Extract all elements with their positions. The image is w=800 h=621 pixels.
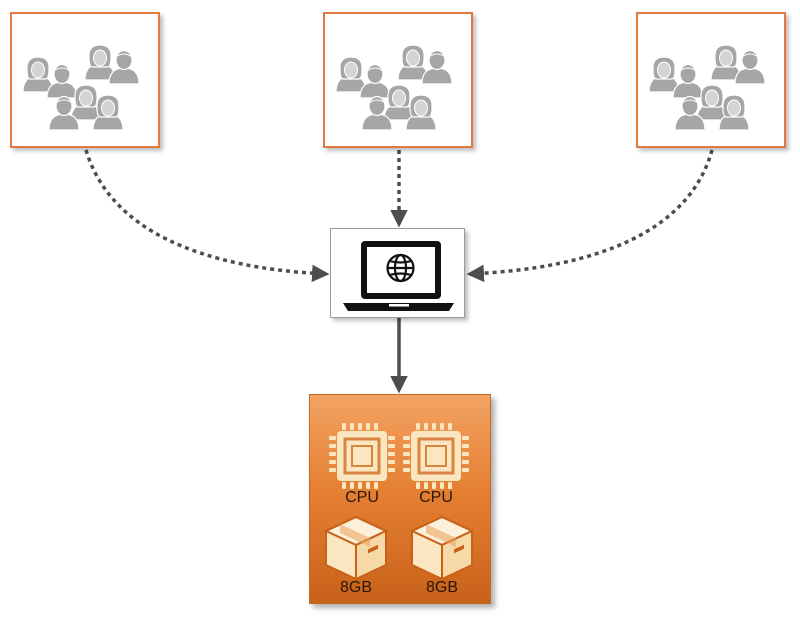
user-group-icon — [16, 28, 156, 138]
cpu-item: CPU — [322, 421, 402, 507]
cpu-label: CPU — [419, 489, 453, 506]
box-icon — [325, 516, 387, 580]
memory-label: 8GB — [339, 579, 372, 596]
server-box — [330, 228, 465, 318]
box-icon — [411, 516, 473, 580]
user-group-icon — [329, 28, 469, 138]
user-group-box-right — [636, 12, 786, 148]
memory-item: 8GB — [316, 513, 396, 597]
user-group-icon — [642, 28, 782, 138]
connector-left — [84, 149, 330, 283]
cpu-chip-icon — [327, 421, 397, 491]
memory-label: 8GB — [425, 579, 458, 596]
user-group-box-left — [10, 12, 160, 148]
cpu-item: CPU — [396, 421, 476, 507]
resource-panel: CPU CPU 8GB 8GB — [309, 394, 491, 604]
laptop-globe-icon — [343, 241, 454, 311]
cpu-label: CPU — [345, 489, 379, 506]
cpu-chip-icon — [401, 421, 471, 491]
user-group-box-middle — [323, 12, 473, 148]
connector-right — [466, 149, 714, 283]
memory-item: 8GB — [402, 513, 482, 597]
